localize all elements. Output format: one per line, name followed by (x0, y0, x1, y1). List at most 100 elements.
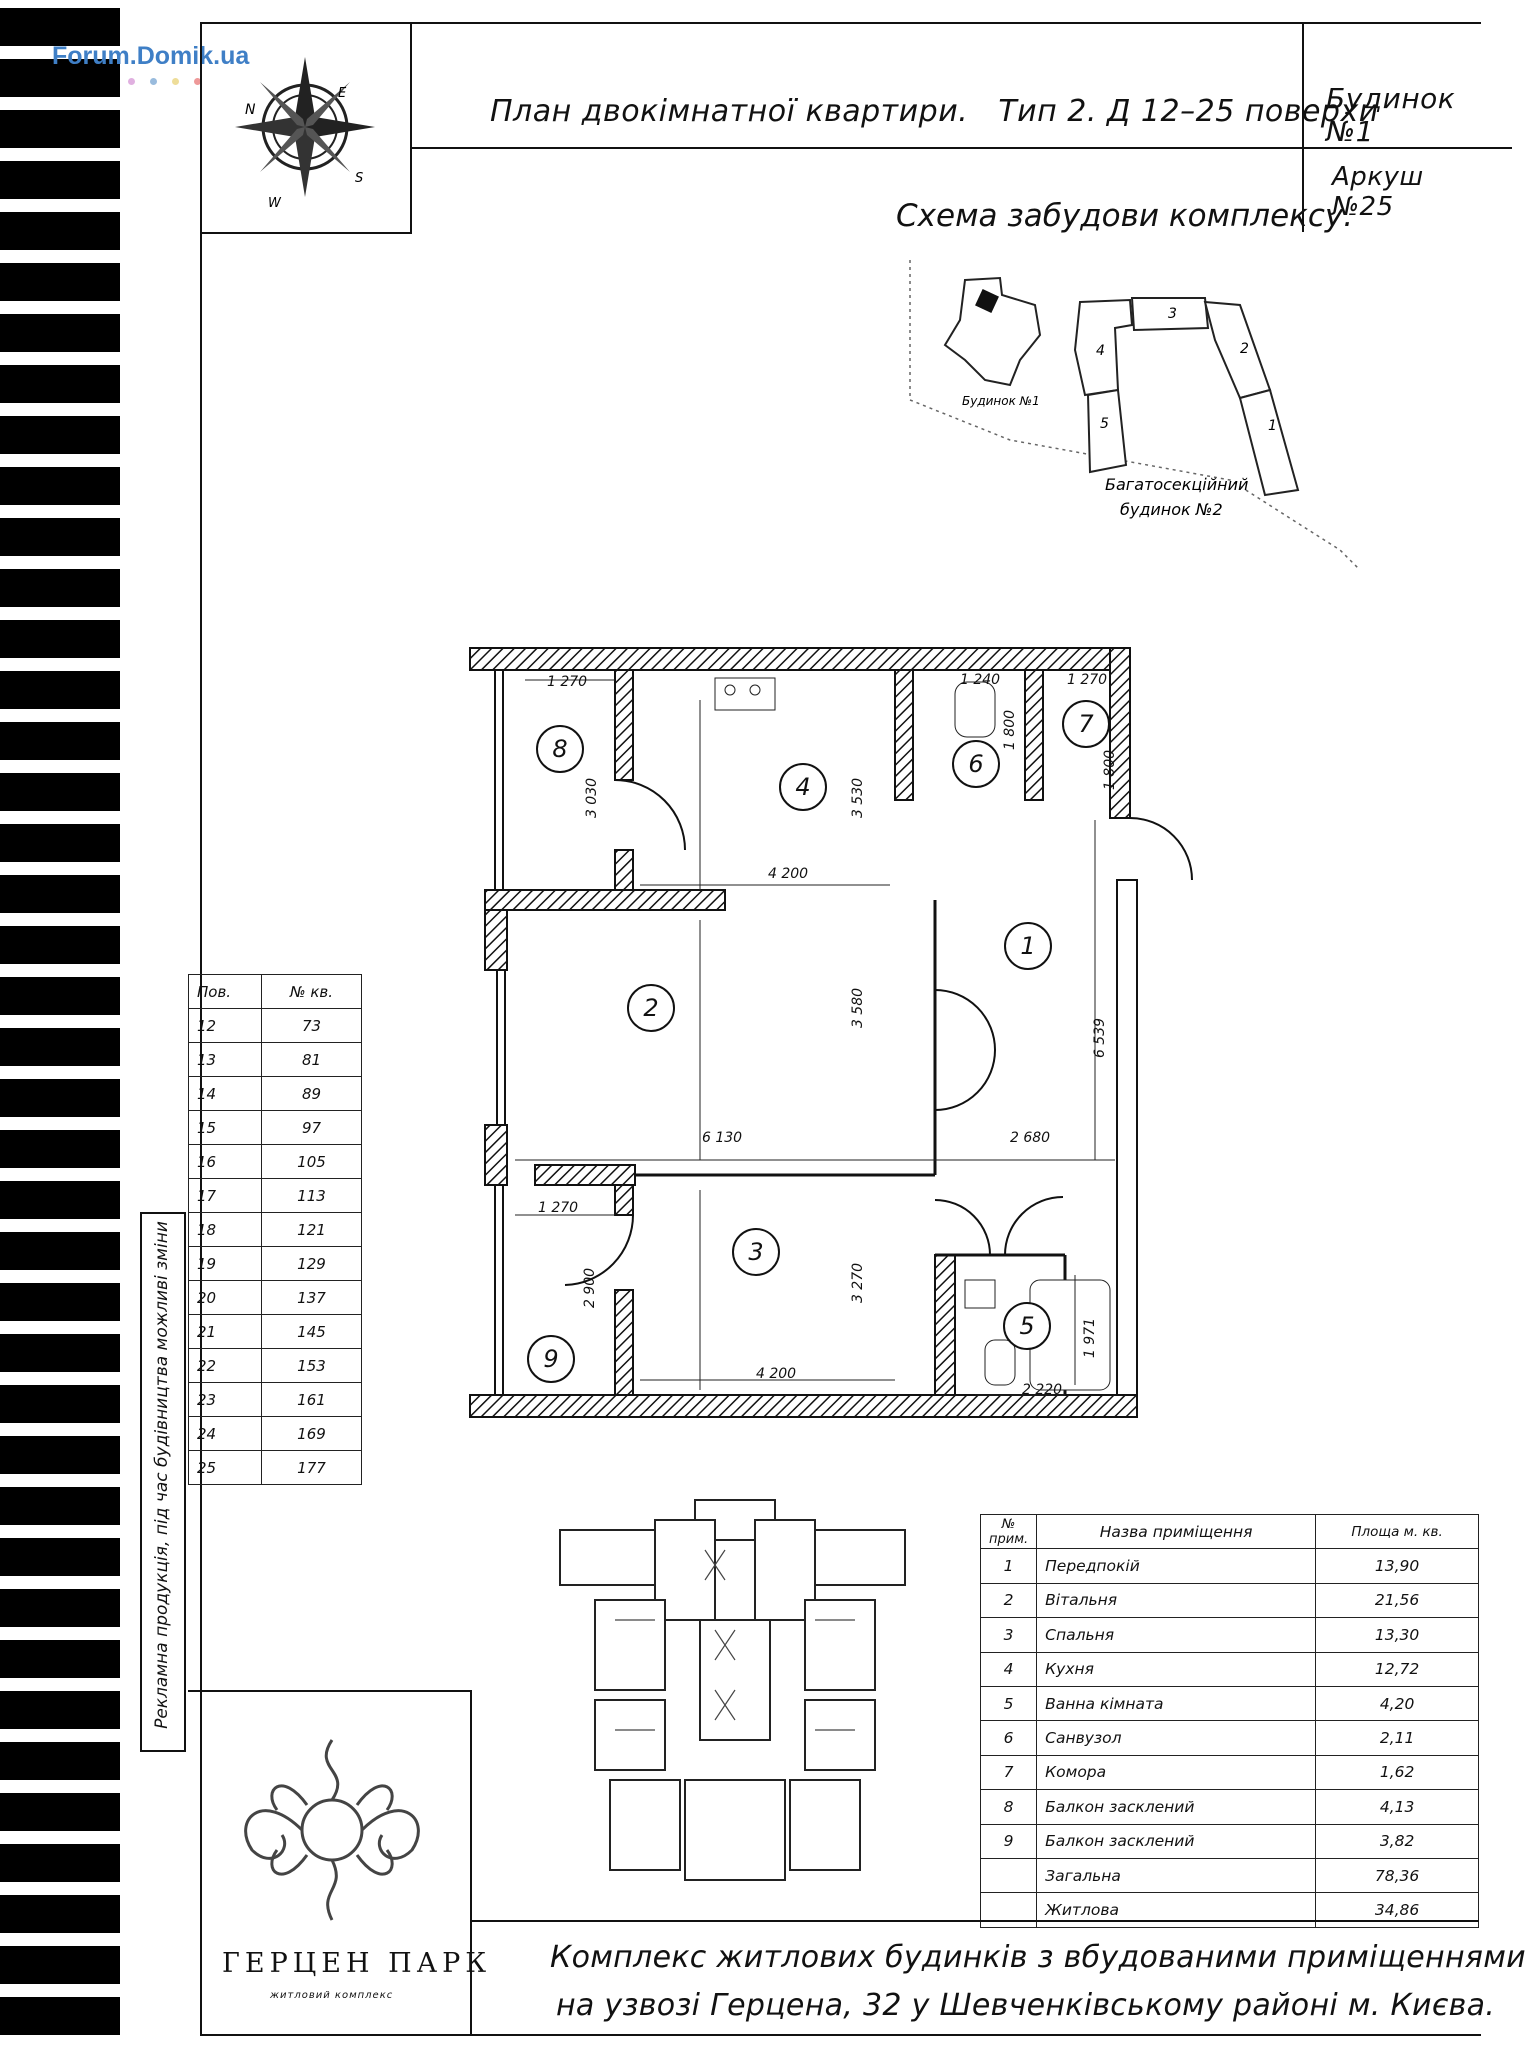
compass-n: N (245, 102, 256, 118)
apartment-cell: 169 (261, 1416, 362, 1451)
dim-3030: 3 030 (584, 777, 601, 819)
dim-1971: 1 971 (1082, 1317, 1099, 1359)
binding-hole (0, 1334, 120, 1372)
floor-cell: 22 (188, 1348, 262, 1383)
side-note: Рекламна продукція, під час будівництва … (152, 1221, 172, 1729)
room-number-cell (979, 1857, 1038, 1894)
apartment-cell: 105 (261, 1144, 362, 1179)
room-number-3: 3 (732, 1228, 780, 1276)
dim-1270-a: 1 270 (547, 674, 588, 690)
binding-hole (0, 824, 120, 862)
title-block: N E S W План двокімнатної квартири. Тип … (200, 22, 1512, 234)
footer-rule (470, 1920, 1479, 1922)
room-area-cell: 4,20 (1315, 1685, 1479, 1722)
room-name-cell: Комора (1036, 1754, 1317, 1791)
room-number-cell: 6 (979, 1720, 1038, 1756)
room-number-9: 9 (527, 1335, 575, 1383)
floor-cell: 16 (188, 1144, 262, 1179)
binding-hole (0, 1895, 120, 1933)
room-number-cell: 7 (979, 1754, 1038, 1791)
floor-cell: 20 (188, 1280, 262, 1315)
apartment-cell: 145 (261, 1314, 362, 1349)
apartment-cell: 73 (261, 1008, 362, 1043)
binding-hole (0, 620, 120, 658)
logo-block (188, 1690, 472, 2034)
binding-hole (0, 875, 120, 913)
footer-line-2: на узвозі Герцена, 32 у Шевченківському … (556, 1988, 1496, 2023)
room-number-cell: 5 (979, 1685, 1038, 1722)
room-area-cell: 2,11 (1315, 1720, 1479, 1756)
binding-hole (0, 161, 120, 199)
room-number-2: 2 (627, 984, 675, 1032)
col-number-header: № прим. (979, 1513, 1038, 1550)
section-4 (1073, 298, 1134, 397)
apartment-cell: 161 (261, 1382, 362, 1417)
footer-line-1: Комплекс житлових будинків з вбудованими… (550, 1940, 1526, 1975)
binding-hole (0, 773, 120, 811)
room-name-cell: Ванна кімната (1036, 1685, 1317, 1722)
apartment-header: № кв. (261, 974, 362, 1009)
section-1 (1238, 388, 1300, 497)
apartment-cell: 129 (261, 1246, 362, 1281)
apartment-cell: 177 (261, 1450, 362, 1485)
building-number: Будинок №1 (1326, 82, 1456, 148)
binding-hole (0, 1538, 120, 1576)
room-area-cell: 13,90 (1315, 1548, 1479, 1584)
dim-2220: 2 220 (1022, 1382, 1063, 1398)
building-1-shape (943, 276, 1042, 387)
binding-hole (0, 1487, 120, 1525)
binding-hole (0, 518, 120, 556)
room-area-cell: 34,86 (1315, 1892, 1479, 1928)
binding-hole (0, 926, 120, 964)
binding-hole (0, 1079, 120, 1117)
binding-hole (0, 263, 120, 301)
room-number-cell: 2 (979, 1582, 1038, 1619)
logo-name: ГЕРЦЕН ПАРК (222, 1948, 492, 1979)
binding-hole (0, 1232, 120, 1270)
room-number-cell: 8 (979, 1789, 1038, 1825)
binding-hole (0, 1997, 120, 2035)
logo-ornament-icon (244, 1739, 420, 1921)
binding-hole (0, 1793, 120, 1831)
building-1-label: Будинок №1 (962, 394, 1040, 408)
dim-4200-a: 4 200 (768, 866, 809, 882)
floor-header: Пов. (188, 974, 262, 1009)
compass-w: W (268, 196, 282, 211)
room-number-cell: 9 (979, 1823, 1038, 1859)
dim-4200-b: 4 200 (756, 1366, 797, 1382)
building-2-label-1: Багатосекційний (1105, 475, 1248, 494)
binding-hole (0, 1181, 120, 1219)
apartment-cell: 81 (261, 1042, 362, 1077)
scheme-title: Схема забудови комплексу. (896, 198, 1354, 234)
col-name-header: Назва приміщення (1036, 1513, 1317, 1550)
floor-cell: 13 (188, 1042, 262, 1077)
sheet-number: Аркуш №25 (1332, 162, 1424, 222)
room-name-cell: Загальна (1036, 1857, 1317, 1894)
dim-3530: 3 530 (850, 777, 867, 819)
binding-hole (0, 1028, 120, 1066)
room-area-cell: 78,36 (1315, 1857, 1479, 1894)
dim-3580: 3 580 (850, 987, 867, 1029)
binding-hole (0, 1742, 120, 1780)
room-number-5: 5 (1003, 1302, 1051, 1350)
dim-1240: 1 240 (960, 672, 1001, 688)
binding-hole (0, 59, 120, 97)
room-name-cell: Балкон засклений (1036, 1823, 1317, 1859)
col-area-header: Площа м. кв. (1315, 1513, 1479, 1550)
binding-hole (0, 212, 120, 250)
binding-hole (0, 671, 120, 709)
apartment-cell: 113 (261, 1178, 362, 1213)
floor-plan (469, 647, 1193, 1418)
svg-text:4: 4 (1096, 343, 1105, 359)
